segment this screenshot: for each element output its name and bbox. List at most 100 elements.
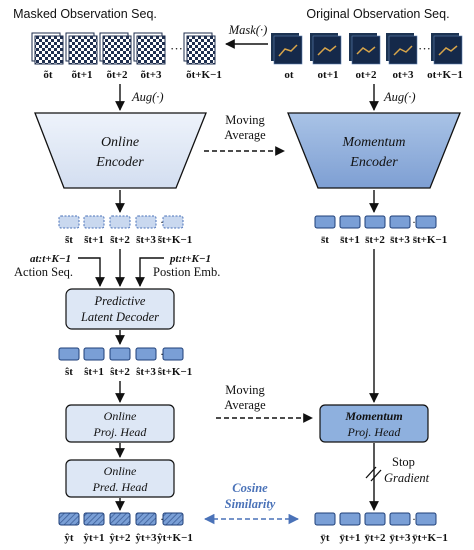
s-bar-label: s̄t+2 xyxy=(365,234,385,246)
online-encoder-label: Online xyxy=(101,135,139,150)
y-bar-label: ȳt xyxy=(320,532,330,544)
original-obs-label: ot+2 xyxy=(356,69,377,81)
action-seq-arrow xyxy=(78,257,105,287)
momentum-encoder-label: Encoder xyxy=(349,155,398,170)
momentum-encoder-label: Momentum xyxy=(342,135,406,150)
original-seq-header: Original Observation Seq. xyxy=(306,7,449,21)
masked-obs-label: õt xyxy=(43,69,53,81)
aug-op-label-left: Aug(·) xyxy=(131,90,164,104)
token xyxy=(135,347,157,361)
original-frame xyxy=(431,33,463,65)
y-hat-label: ŷt xyxy=(64,532,74,544)
original-obs-label: ot+3 xyxy=(393,69,414,81)
token xyxy=(364,512,386,526)
y-bar-tokens: ··· xyxy=(314,512,437,526)
s-bar-label: s̄t xyxy=(321,234,329,246)
moving-average-label-2: Moving xyxy=(225,383,265,397)
y-hat-tokens: ··· xyxy=(58,512,184,526)
token xyxy=(389,215,411,229)
y-bar-label: ȳt+K−1 xyxy=(412,532,448,544)
token xyxy=(109,215,131,229)
s-tilde-label: s̃t+K−1 xyxy=(158,234,193,246)
y-hat-label: ŷt+K−1 xyxy=(157,532,193,544)
token xyxy=(83,347,105,361)
s-tilde-label: s̃t+2 xyxy=(110,234,130,246)
momentum-proj-head: Momentum Proj. Head xyxy=(319,404,429,443)
online-proj-head: Online Proj. Head xyxy=(65,404,175,443)
original-frame xyxy=(271,33,303,65)
s-hat-label: ŝt+K−1 xyxy=(158,366,193,378)
original-frame xyxy=(310,33,342,65)
position-emb-arrow xyxy=(135,257,164,287)
predictive-latent-decoder: Predictive Latent Decoder xyxy=(65,288,175,330)
decoder-label: Predictive xyxy=(94,294,146,308)
s-tilde-label: s̃t+3 xyxy=(136,234,156,246)
token xyxy=(389,512,411,526)
action-seq-symbol: at:t+K−1 xyxy=(30,253,71,265)
y-hat-label: ŷt+2 xyxy=(110,532,131,544)
y-bar-label: ȳt+2 xyxy=(365,532,386,544)
masked-frame xyxy=(183,32,216,65)
action-seq-label: Action Seq. xyxy=(14,265,73,279)
original-obs-label: ot xyxy=(284,69,294,81)
masked-obs-label: õt+1 xyxy=(72,69,93,81)
masked-frame xyxy=(99,32,132,65)
s-bar-label: s̄t+3 xyxy=(390,234,410,246)
original-obs-label: ot+K−1 xyxy=(427,69,463,81)
moving-average-label-2: Average xyxy=(224,398,266,412)
s-hat-tokens: ··· xyxy=(58,347,184,361)
online-pred-label: Pred. Head xyxy=(92,480,149,494)
original-obs-label: ot+1 xyxy=(318,69,339,81)
masked-seq-header: Masked Observation Seq. xyxy=(13,7,157,21)
online-pred-label: Online xyxy=(104,464,137,478)
masked-frame xyxy=(65,32,98,65)
moving-average-label: Average xyxy=(224,128,266,142)
aug-op-label-right: Aug(·) xyxy=(383,90,416,104)
decoder-label: Latent Decoder xyxy=(80,310,159,324)
y-hat-label: ŷt+3 xyxy=(136,532,157,544)
token xyxy=(109,347,131,361)
online-proj-label: Proj. Head xyxy=(93,425,148,439)
token xyxy=(415,215,437,229)
token xyxy=(415,512,437,526)
s-hat-label: ŝt+2 xyxy=(110,366,130,378)
s-hat-label: ŝt+1 xyxy=(84,366,104,378)
stop-gradient-marker xyxy=(365,466,382,482)
online-encoder: Online Encoder xyxy=(34,112,207,189)
masked-obs-label: õt+K−1 xyxy=(186,69,222,81)
stop-gradient-label: Gradient xyxy=(384,471,430,485)
cosine-similarity-label: Similarity xyxy=(225,497,276,511)
token xyxy=(314,512,336,526)
token xyxy=(83,215,105,229)
s-tilde-label: s̃t+1 xyxy=(84,234,104,246)
original-frames: ··· xyxy=(271,33,463,65)
cosine-similarity-label: Cosine xyxy=(232,481,268,495)
moving-average-label: Moving xyxy=(225,113,265,127)
token xyxy=(339,512,361,526)
token xyxy=(162,512,184,526)
online-encoder-label: Encoder xyxy=(95,155,144,170)
original-frame xyxy=(349,33,381,65)
token xyxy=(162,347,184,361)
s-tilde-tokens: ··· xyxy=(58,215,184,229)
masked-frame xyxy=(31,32,64,65)
y-hat-label: ŷt+1 xyxy=(84,532,105,544)
s-bar-tokens: ··· xyxy=(314,215,437,229)
online-pred-head: Online Pred. Head xyxy=(65,459,175,498)
original-frame xyxy=(386,33,418,65)
online-proj-label: Online xyxy=(104,409,137,423)
masked-frame xyxy=(133,32,166,65)
s-hat-label: ŝt xyxy=(65,366,73,378)
token xyxy=(364,215,386,229)
position-emb-symbol: pt:t+K−1 xyxy=(169,253,211,265)
masked-frames: ··· xyxy=(31,32,216,65)
position-emb-label: Postion Emb. xyxy=(153,265,220,279)
token xyxy=(339,215,361,229)
y-bar-label: ȳt+3 xyxy=(390,532,411,544)
stop-gradient-label: Stop xyxy=(392,455,415,469)
token xyxy=(58,215,80,229)
token xyxy=(162,215,184,229)
token xyxy=(83,512,105,526)
token xyxy=(58,512,80,526)
token xyxy=(135,215,157,229)
